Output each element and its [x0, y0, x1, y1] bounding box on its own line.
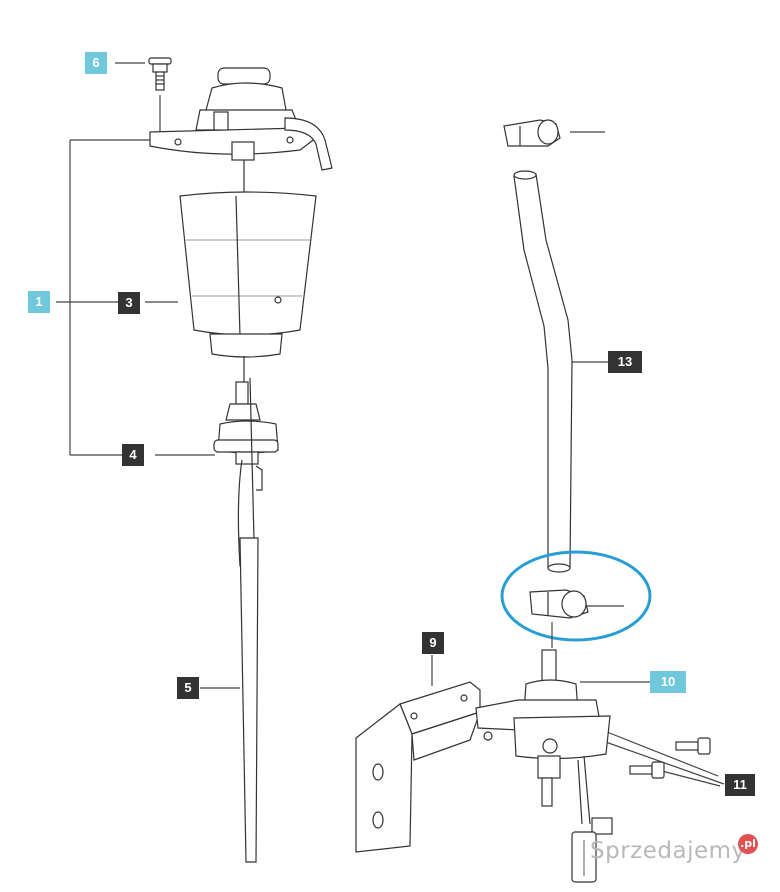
callout-10: 10: [650, 671, 686, 693]
bolt-part: [148, 57, 172, 91]
callout-1: 1: [28, 291, 50, 313]
fuel-hose-part: [513, 170, 573, 573]
filter-head-part: [149, 67, 333, 192]
callout-9: 9: [422, 632, 444, 654]
callout-4: 4: [122, 444, 144, 466]
filter-bowl-part: [179, 191, 317, 382]
callout-13: 13: [608, 351, 642, 373]
bracket-part: [355, 681, 481, 853]
watermark-badge: .pl: [738, 834, 758, 854]
leader-lines-left: [56, 62, 240, 689]
highlight-circle: [500, 550, 652, 642]
hose-clamp-top-part: [503, 119, 561, 147]
bolts-part: [629, 737, 711, 779]
rod-part: [239, 537, 259, 863]
callout-5: 5: [177, 677, 199, 699]
callout-6: 6: [85, 52, 107, 74]
callout-11: 11: [725, 774, 755, 796]
fuel-pump-part: [475, 649, 613, 883]
hose-clamp-bottom-part: [529, 589, 589, 619]
callout-3: 3: [118, 292, 140, 314]
watermark-text: Sprzedajemy: [590, 838, 746, 864]
